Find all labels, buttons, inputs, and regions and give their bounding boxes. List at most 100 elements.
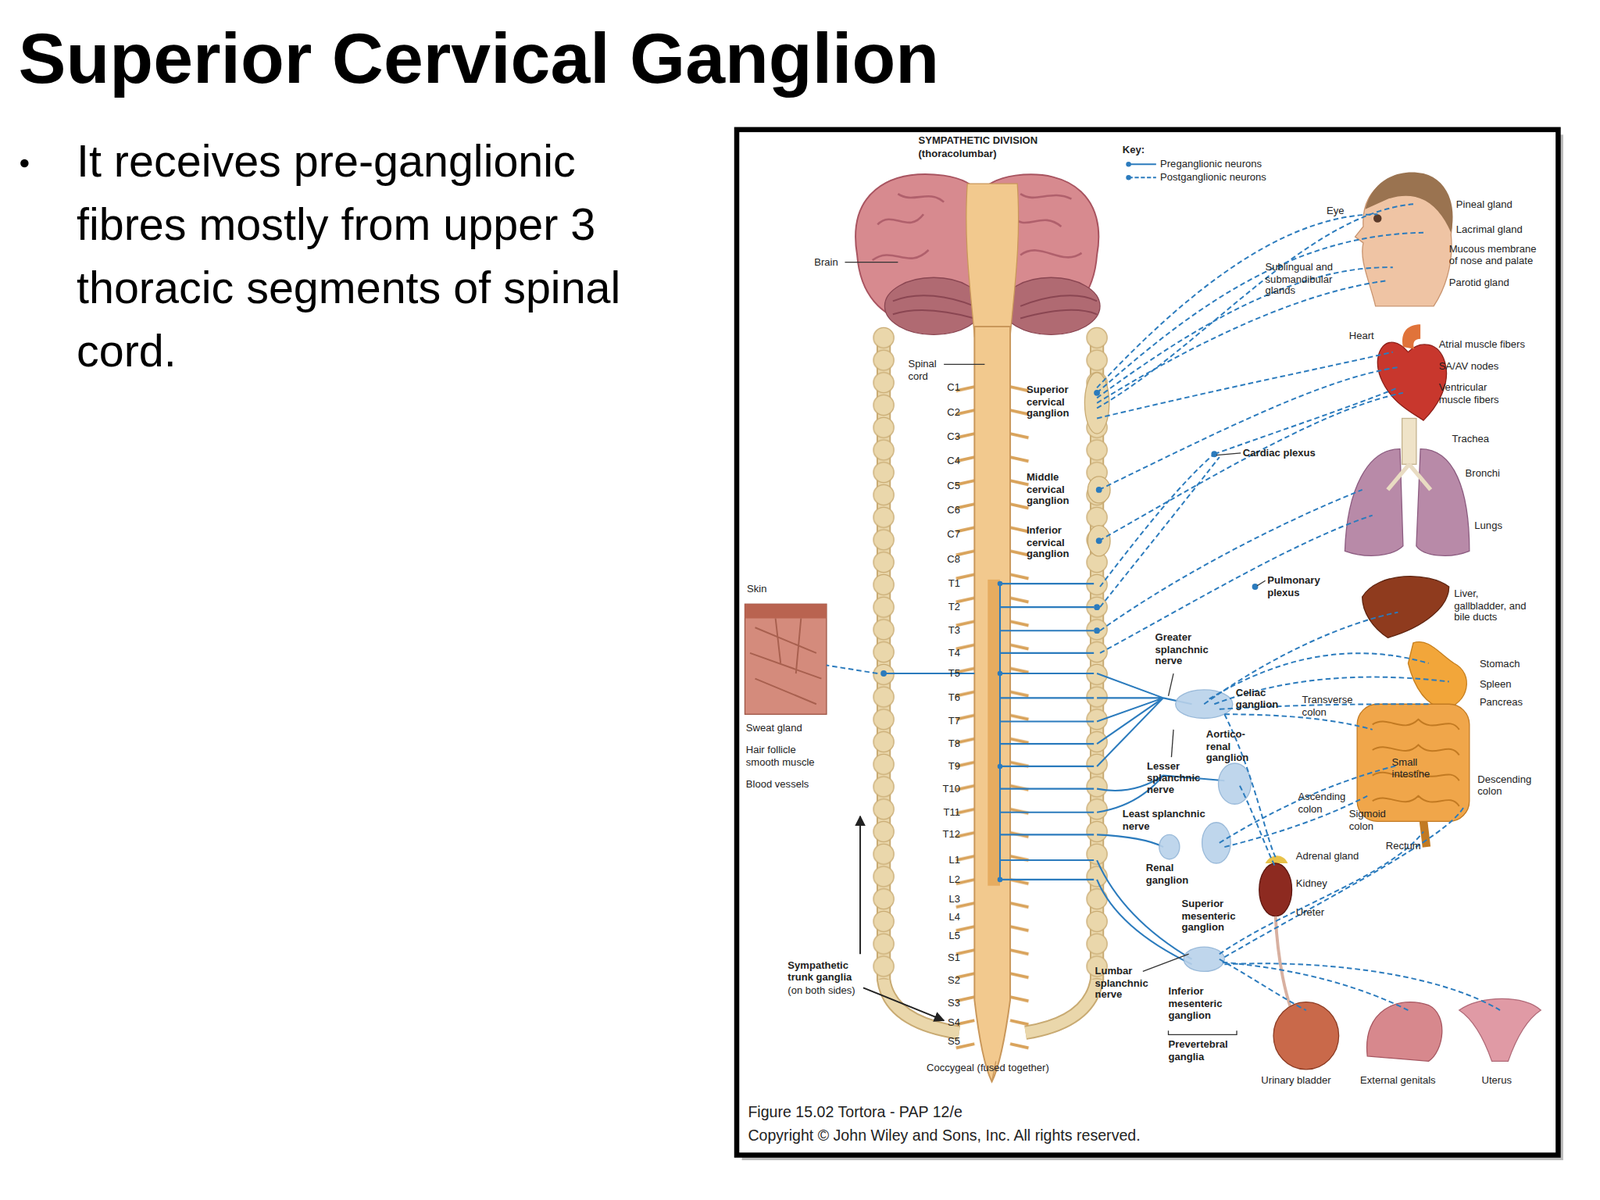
leader: [1142, 953, 1190, 972]
anatomy-label: Celiac ganglion: [1235, 686, 1283, 711]
anatomy-label: Sympathetic trunk ganglia: [787, 959, 865, 983]
leader: [844, 261, 898, 263]
leader-lines: [844, 262, 1265, 1036]
segment-label: C7: [924, 528, 961, 541]
anatomy-label: Urinary bladder: [1260, 1075, 1331, 1087]
anatomy-label: Hair follicle smooth muscle: [746, 743, 828, 768]
anatomy-label: Pancreas: [1479, 696, 1523, 708]
inferior-mesenteric-ganglion: [1183, 946, 1225, 972]
anatomy-label: Inferior mesenteric ganglion: [1168, 985, 1230, 1022]
segment-label: S2: [924, 975, 961, 987]
bullet-dot: [20, 159, 29, 168]
fibre: [1100, 489, 1363, 631]
anatomy-label: Kidney: [1296, 878, 1328, 890]
anatomy-label: Middle cervical ganglion: [1026, 471, 1083, 508]
anatomy-label: Sublingual and submandibular glands: [1265, 261, 1343, 297]
leader: [1168, 673, 1175, 697]
anatomy-label: Renal ganglion: [1146, 862, 1193, 886]
trunk-ganglia: [871, 326, 896, 980]
anatomy-label: Superior cervical ganglion: [1026, 383, 1083, 419]
fibre: [1100, 453, 1215, 587]
anatomy-label: Ascending colon: [1297, 791, 1349, 815]
anatomy-label: (on both sides): [787, 985, 855, 997]
anatomy-label: Rectum: [1385, 839, 1422, 852]
anatomy-label: SYMPATHETIC DIVISION: [918, 135, 1039, 147]
fibre: [1096, 232, 1424, 393]
fibre: [1224, 714, 1372, 730]
fibre-dots: [880, 389, 1102, 883]
skin-fibre: [883, 672, 975, 675]
lateral-horn: [987, 579, 1000, 886]
anatomy-label: Lumbar splanchnic nerve: [1094, 965, 1151, 1001]
fibre: [1099, 392, 1404, 541]
fibre: [826, 665, 878, 674]
segment-label: T8: [924, 738, 961, 750]
leader: [1216, 453, 1241, 456]
fibre: [1100, 515, 1373, 654]
anatomy-label: Bronchi: [1465, 467, 1500, 480]
figure-caption: Figure 15.02 Tortora - PAP 12/e: [747, 1103, 962, 1122]
anatomy-label: Brain: [814, 256, 839, 268]
anatomy-label: Descending colon: [1477, 773, 1539, 797]
fibre: [1096, 214, 1378, 388]
anatomy-label: Atrial muscle fibers: [1439, 339, 1525, 351]
leader: [943, 364, 985, 365]
anatomy-label: Parotid gland: [1449, 276, 1510, 289]
anatomy-label: Sigmoid colon: [1349, 808, 1390, 833]
anatomy-label: Least splanchnic nerve: [1122, 808, 1225, 833]
legend-sample: [1124, 173, 1158, 182]
skin-fibres: [750, 618, 822, 705]
fibre: [1224, 796, 1368, 847]
anatomy-label: Ventricular muscle fibers: [1439, 382, 1509, 406]
prevertebral-bracket: [1168, 1030, 1238, 1035]
genitals-shape: [1367, 1002, 1443, 1062]
fibre: [1100, 457, 1220, 608]
renal-ganglion: [1159, 834, 1180, 859]
pointer-arrow: [863, 987, 944, 1021]
fibre: [1096, 203, 1414, 408]
segment-fibres: [1000, 583, 1094, 880]
segment-label: T10: [924, 782, 961, 795]
intestine-coils: [1372, 719, 1460, 807]
anatomy-label: Eye: [1326, 205, 1345, 218]
dot: [997, 877, 1004, 883]
plexus-dot: [1210, 450, 1218, 458]
liver-shape: [1362, 576, 1450, 639]
segment-label: S1: [924, 952, 961, 965]
dot: [1093, 627, 1100, 634]
anatomy-label: Trachea: [1452, 432, 1490, 445]
superior-mesenteric-ganglion: [1202, 822, 1232, 864]
figure-frame: [736, 129, 1558, 1156]
segment-label: T3: [924, 625, 961, 637]
segment-label: T7: [924, 715, 961, 728]
segment-label: C1: [924, 382, 961, 394]
anatomy-label: (thoracolumbar): [918, 148, 997, 161]
legend-dot: [1125, 175, 1132, 181]
fibre: [1219, 831, 1424, 954]
pointer-arrow: [859, 816, 861, 954]
lung-right: [1416, 449, 1470, 557]
fibre: [1222, 962, 1409, 1011]
spinal-cord: [974, 326, 1011, 1083]
anatomy-label: Prevertebral ganglia: [1168, 1039, 1239, 1063]
bullet-text: It receives pre-ganglionic fibres mostly…: [76, 129, 658, 383]
segment-label: L4: [924, 911, 961, 924]
legend-sample: [1124, 160, 1158, 168]
segment-label: T4: [924, 646, 961, 659]
anatomy-label: Sweat gland: [746, 722, 803, 735]
segment-label: L1: [924, 854, 961, 867]
segment-label: S3: [924, 996, 961, 1009]
eye-shape: [1373, 214, 1382, 222]
segment-label: T12: [924, 828, 961, 841]
segment-label: C4: [924, 455, 961, 468]
cerebellum: [1002, 277, 1100, 335]
leader: [1171, 729, 1174, 758]
anatomy-label: External genitals: [1360, 1075, 1436, 1087]
anatomy-label: Pulmonary plexus: [1267, 575, 1329, 599]
least-splanchnic: [1096, 834, 1164, 847]
anatomy-label: Lesser splanchnic nerve: [1146, 760, 1204, 796]
postganglionic-fibres: [826, 203, 1500, 1011]
anatomy-label: Spinal cord: [907, 358, 939, 383]
segment-label: L5: [924, 929, 961, 942]
